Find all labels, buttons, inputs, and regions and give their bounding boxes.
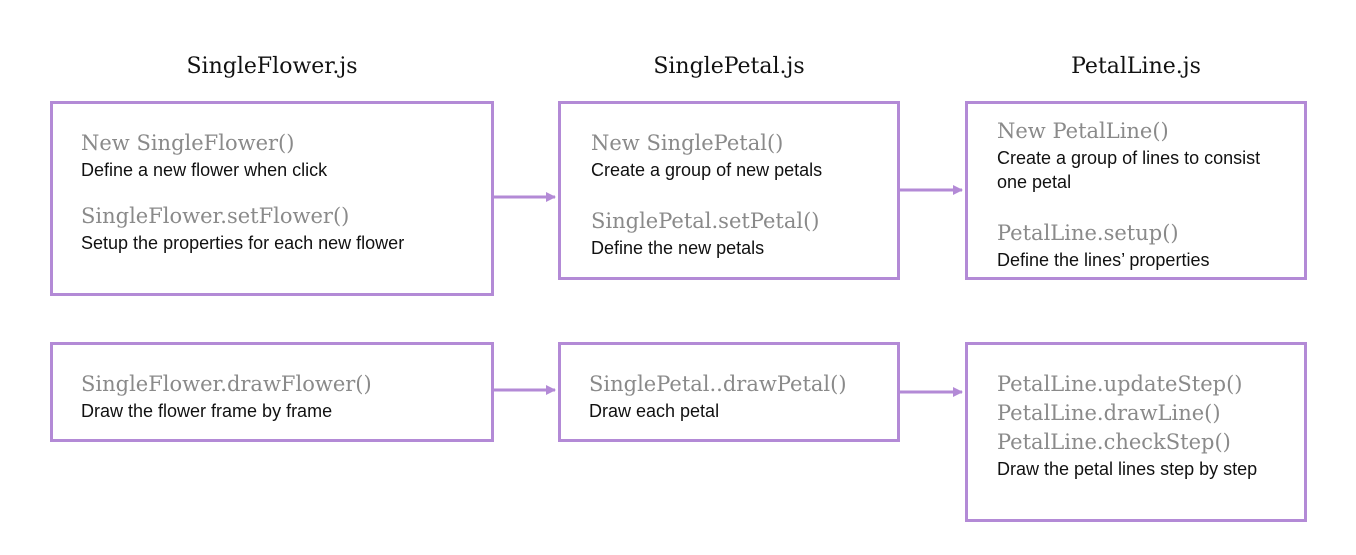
entry-new-singlepetal: New SinglePetal() Create a group of new … bbox=[591, 129, 822, 182]
entry-petalline-setup: PetalLine.setup() Define the lines’ prop… bbox=[997, 219, 1287, 272]
method-name: New SinglePetal() bbox=[591, 131, 784, 155]
method-name: SingleFlower.setFlower() bbox=[81, 204, 350, 228]
method-name: New SingleFlower() bbox=[81, 131, 295, 155]
entry-petalline-draw: PetalLine.updateStep() PetalLine.drawLin… bbox=[997, 370, 1277, 481]
singlepetal-setup-box: New SinglePetal() Create a group of new … bbox=[558, 101, 900, 280]
singleflower-setup-box: New SingleFlower() Define a new flower w… bbox=[50, 101, 494, 296]
entry-drawflower: SingleFlower.drawFlower() Draw the flowe… bbox=[81, 370, 372, 423]
method-name: New PetalLine() bbox=[997, 119, 1169, 143]
method-name: PetalLine.checkStep() bbox=[997, 430, 1231, 454]
entry-setflower: SingleFlower.setFlower() Setup the prope… bbox=[81, 202, 404, 255]
method-description: Define a new flower when click bbox=[81, 160, 328, 180]
entry-drawpetal: SinglePetal..drawPetal() Draw each petal bbox=[589, 370, 847, 423]
method-name: PetalLine.setup() bbox=[997, 221, 1179, 245]
column-title-singleflower: SingleFlower.js bbox=[186, 54, 358, 79]
method-description: Define the lines’ properties bbox=[997, 250, 1210, 270]
method-description: Define the new petals bbox=[591, 238, 765, 258]
method-description: Draw the petal lines step by step bbox=[997, 459, 1258, 479]
method-description: Draw each petal bbox=[589, 401, 720, 421]
method-name: SinglePetal.setPetal() bbox=[591, 209, 820, 233]
singlepetal-draw-box: SinglePetal..drawPetal() Draw each petal bbox=[558, 342, 900, 442]
method-name: SinglePetal..drawPetal() bbox=[589, 372, 847, 396]
petalline-draw-box: PetalLine.updateStep() PetalLine.drawLin… bbox=[965, 342, 1307, 522]
method-description: Create a group of new petals bbox=[591, 160, 823, 180]
column-title-petalline: PetalLine.js bbox=[1071, 54, 1201, 79]
method-description: Setup the properties for each new flower bbox=[81, 233, 405, 253]
entry-new-singleflower: New SingleFlower() Define a new flower w… bbox=[81, 129, 327, 182]
column-title-singlepetal: SinglePetal.js bbox=[653, 54, 805, 79]
method-name: PetalLine.updateStep() bbox=[997, 372, 1243, 396]
singleflower-draw-box: SingleFlower.drawFlower() Draw the flowe… bbox=[50, 342, 494, 442]
entry-setpetal: SinglePetal.setPetal() Define the new pe… bbox=[591, 207, 820, 260]
method-name: PetalLine.drawLine() bbox=[997, 401, 1221, 425]
petalline-setup-box: New PetalLine() Create a group of lines … bbox=[965, 101, 1307, 280]
entry-new-petalline: New PetalLine() Create a group of lines … bbox=[997, 117, 1287, 194]
method-description: Draw the flower frame by frame bbox=[81, 401, 333, 421]
method-description: Create a group of lines to consist one p… bbox=[997, 148, 1261, 192]
method-name: SingleFlower.drawFlower() bbox=[81, 372, 372, 396]
